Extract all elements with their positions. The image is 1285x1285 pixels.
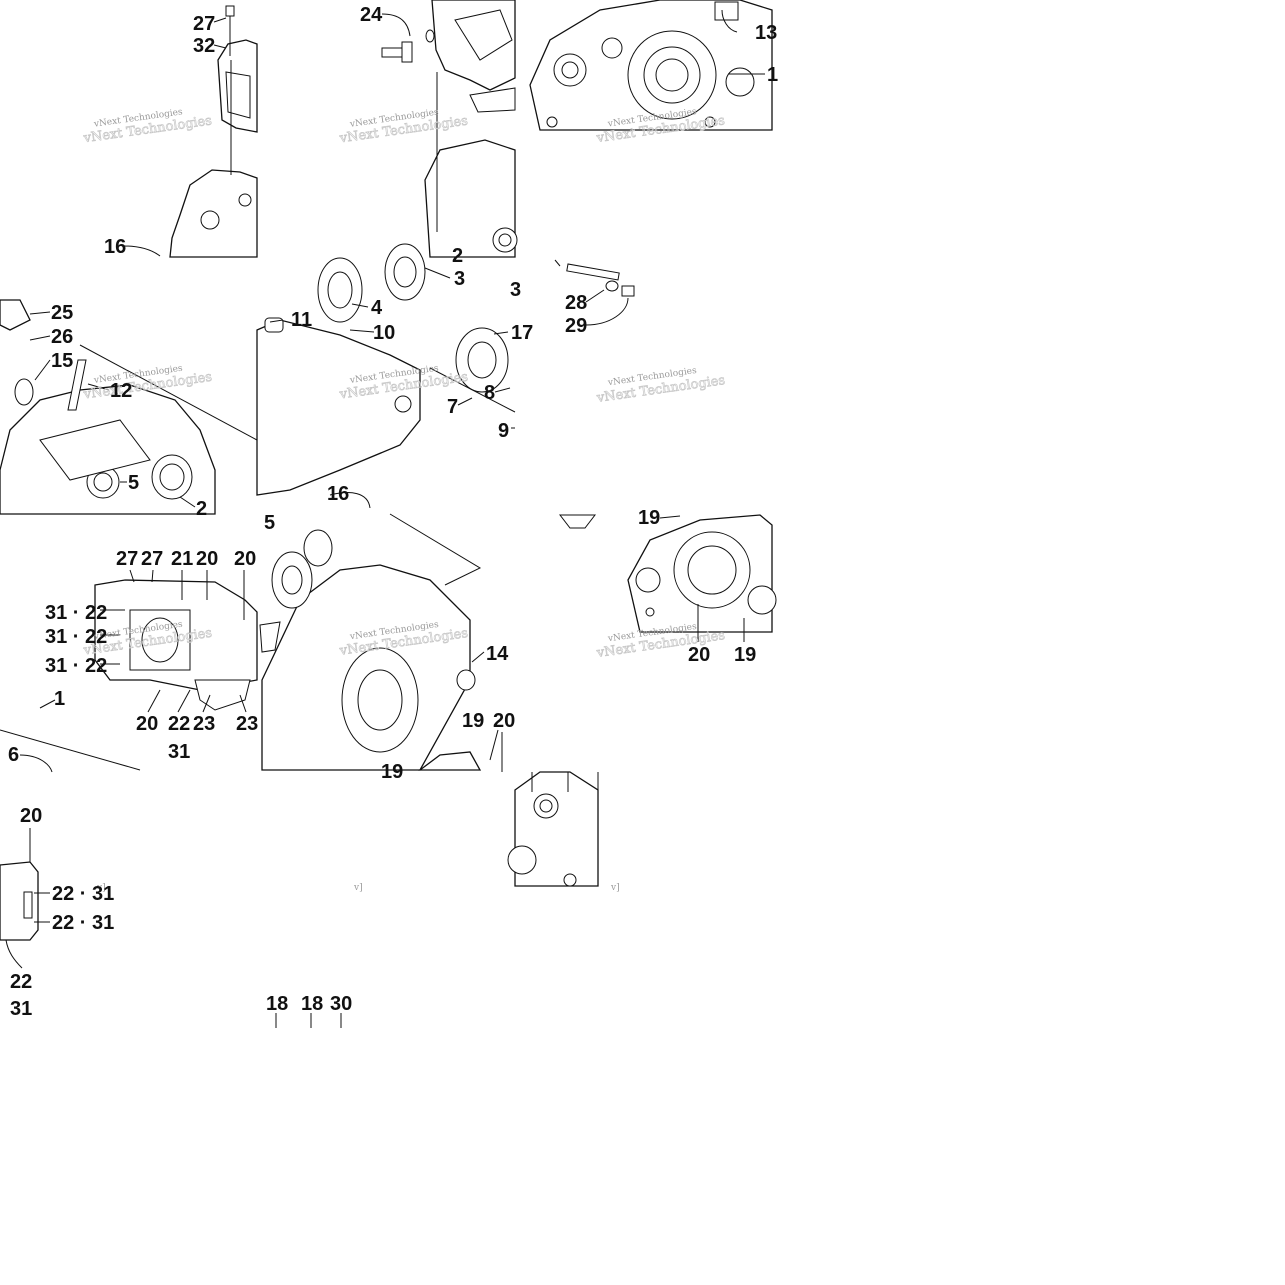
- callout-label: 1: [767, 64, 778, 86]
- watermark-fragment-1: v]: [96, 883, 106, 893]
- callout-label: 19: [734, 644, 756, 666]
- callout-label: 31: [10, 998, 32, 1020]
- callout-label: 9: [498, 420, 509, 442]
- callout-label: 20: [688, 644, 710, 666]
- crankcase-half-bottom-left: [0, 828, 39, 941]
- callout-label: 16: [104, 236, 126, 258]
- watermark-fragment-2: v]: [353, 883, 363, 893]
- crankcase-half-top-right: [529, 0, 773, 131]
- callout-label: 20: [493, 710, 515, 732]
- callout-label: 27: [141, 548, 163, 570]
- callout-label: 16: [327, 483, 349, 505]
- callout-label: 8: [484, 382, 495, 404]
- callout-label: 21: [171, 548, 193, 570]
- callout-label: 17: [511, 322, 533, 344]
- callout-label: 5: [264, 512, 275, 534]
- callout-label: 22 · 31: [52, 912, 114, 934]
- crankcase-half-lower-left: [0, 579, 258, 773]
- callout-label: 20: [20, 805, 42, 827]
- leader-lines: [5, 9, 765, 1028]
- callout-label: 1: [54, 688, 65, 710]
- callout-label: 3: [454, 268, 465, 290]
- callout-label: 22: [168, 713, 190, 735]
- callout-label: 28: [565, 292, 587, 314]
- callout-label: 20: [234, 548, 256, 570]
- callout-label: 5: [128, 472, 139, 494]
- callout-label: 22: [10, 971, 32, 993]
- callout-label: 31 · 22: [45, 602, 107, 624]
- bolt-and-washer-set: [554, 259, 635, 297]
- crankcase-half-lower-right: [558, 514, 777, 633]
- callout-label: 2: [196, 498, 207, 520]
- callout-label: 30: [330, 993, 352, 1015]
- callout-label: 14: [486, 643, 509, 665]
- crankcase-half-lower-center: [259, 492, 482, 771]
- crankcase-half-center: [256, 243, 516, 496]
- callout-label: 10: [373, 322, 395, 344]
- callout-label: 23: [193, 713, 215, 735]
- callout-label: 22 · 31: [52, 883, 114, 905]
- callout-label: 3: [510, 279, 521, 301]
- callout-label: 32: [193, 35, 215, 57]
- callout-label: 11: [291, 309, 312, 331]
- callout-label: 25: [51, 302, 73, 324]
- callout-label: 27: [116, 548, 138, 570]
- callout-label: 29: [565, 315, 587, 337]
- callout-label: 31: [168, 741, 190, 763]
- callout-label: 26: [51, 326, 73, 348]
- callout-label: 18: [266, 993, 288, 1015]
- crankcase-half-bottom-right: [501, 732, 599, 887]
- callout-label: 7: [447, 396, 458, 418]
- callout-label: 31 · 22: [45, 626, 107, 648]
- callout-label: 19: [462, 710, 484, 732]
- crankcase-half-top-middle: [381, 0, 518, 258]
- callout-label: 27: [193, 13, 215, 35]
- callout-label: 2: [452, 245, 463, 267]
- callout-label: 6: [8, 744, 19, 766]
- callout-label: 23: [236, 713, 258, 735]
- callout-label: 18: [301, 993, 323, 1015]
- crankcase-half-upper-left: [169, 5, 258, 258]
- watermark-fragment-3: v]: [610, 883, 620, 893]
- callout-label: 20: [196, 548, 218, 570]
- callout-label: 15: [51, 350, 73, 372]
- callout-label: 4: [371, 297, 383, 319]
- callout-label: 12: [110, 380, 132, 402]
- callout-label: 19: [638, 507, 660, 529]
- callout-label: 31 · 22: [45, 655, 107, 677]
- callout-label: 24: [360, 4, 383, 26]
- callout-label: 19: [381, 761, 403, 783]
- crankcase-half-middle-left: [0, 299, 258, 515]
- callout-label: 20: [136, 713, 158, 735]
- callout-label: 13: [755, 22, 777, 44]
